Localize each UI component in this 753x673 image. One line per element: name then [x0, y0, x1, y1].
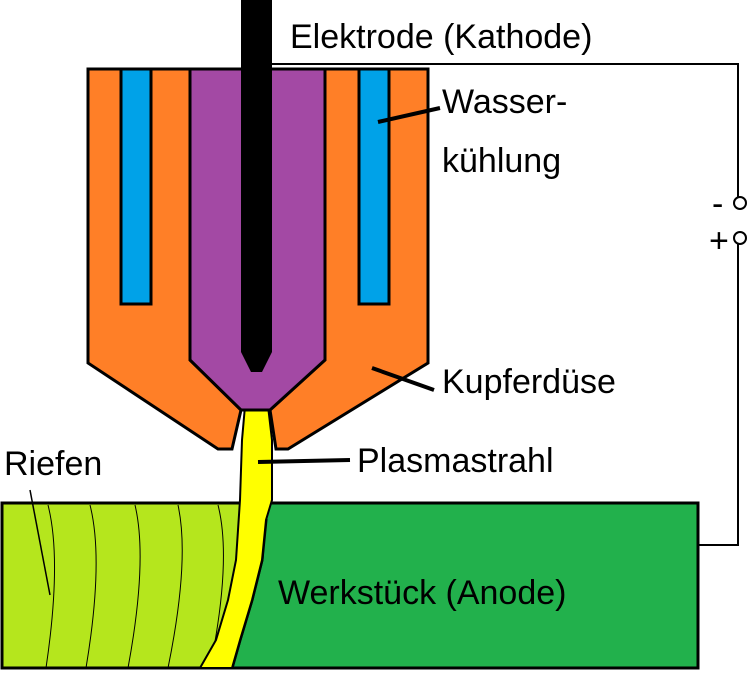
copper-nozzle-label: Kupferdüse	[442, 363, 616, 401]
workpiece-label: Werkstück (Anode)	[278, 574, 566, 612]
water-cooling-label-line1: Wasser-	[442, 83, 567, 121]
leader-lines	[257, 106, 441, 464]
electrode	[241, 0, 272, 372]
water-cooling-label-line2: kühlung	[442, 142, 561, 180]
plus-sign: +	[709, 222, 729, 260]
plasma-jet	[198, 371, 273, 669]
terminal-minus	[733, 196, 747, 210]
terminal-plus	[733, 231, 747, 245]
electrode-label: Elektrode (Kathode)	[290, 18, 592, 56]
cooling-channel-right	[357, 67, 391, 306]
grooves-leader-line	[29, 489, 51, 596]
minus-sign: -	[712, 185, 723, 223]
circuit-wires	[272, 63, 739, 546]
cooling-channel-left	[119, 67, 153, 306]
plasma-jet-label: Plasmastrahl	[357, 442, 554, 480]
grooves-label: Riefen	[4, 445, 102, 483]
